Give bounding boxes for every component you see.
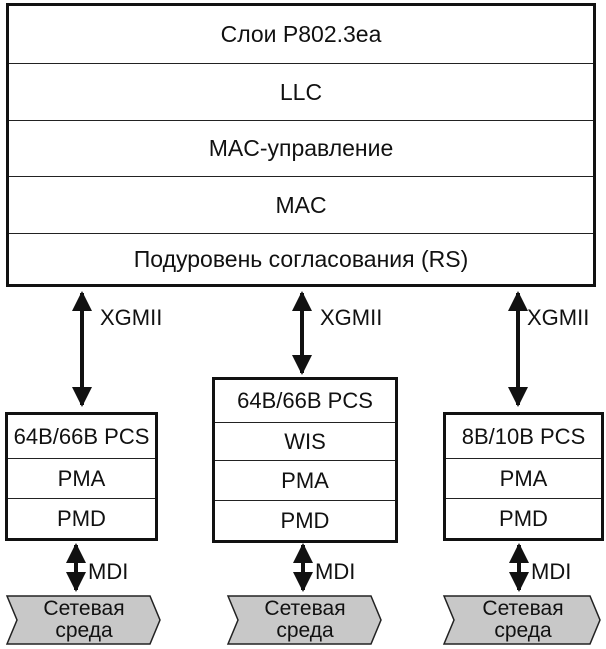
pcs-layer: 8B/10B PCS bbox=[461, 423, 586, 449]
network-medium-label-1: Сетевая среда bbox=[14, 598, 154, 642]
layer-mac-control: MAC-управление bbox=[9, 120, 593, 176]
wis-layer: WIS bbox=[215, 422, 395, 460]
xgmii-label-1: XGMII bbox=[100, 305, 163, 330]
xgmii-label-2: XGMII bbox=[320, 305, 383, 330]
layer-rs: Подуровень согласования (RS) bbox=[9, 233, 593, 284]
layer-llc: LLC bbox=[9, 63, 593, 120]
phy-stack-3: 8B/10B PCS PMA PMD bbox=[443, 412, 604, 541]
medium-line-2: среда bbox=[494, 619, 552, 642]
pcs-layer: 64B/66B PCS bbox=[237, 388, 373, 413]
network-medium-1 bbox=[5, 595, 161, 645]
pma-layer: PMA bbox=[8, 458, 155, 498]
medium-line-1: Сетевая bbox=[43, 597, 125, 620]
pmd-layer: PMD bbox=[8, 498, 155, 538]
phy-stack-1: 64B/66B PCS PMA PMD bbox=[5, 412, 158, 541]
layer-mac: MAC bbox=[9, 176, 593, 233]
medium-line-1: Сетевая bbox=[264, 597, 346, 620]
pmd-layer: PMD bbox=[215, 500, 395, 540]
xgmii-label-3: XGMII bbox=[527, 305, 590, 330]
network-medium-2 bbox=[226, 595, 382, 645]
pma-layer: PMA bbox=[215, 460, 395, 500]
phy-stack-2: 64B/66B PCS WIS PMA PMD bbox=[212, 377, 398, 543]
mdi-label-2: MDI bbox=[315, 559, 356, 584]
mdi-label-3: MDI bbox=[531, 559, 572, 584]
pmd-layer: PMD bbox=[446, 498, 601, 538]
mdi-label-1: MDI bbox=[88, 559, 129, 584]
network-medium-label-2: Сетевая среда bbox=[235, 598, 375, 642]
layer-stack: Слои P802.3ea LLC MAC-управление MAC Под… bbox=[6, 3, 596, 287]
pma-layer: PMA bbox=[446, 458, 601, 498]
pcs-layer: 64B/66B PCS bbox=[13, 423, 150, 449]
layer-title: Слои P802.3ea bbox=[220, 21, 382, 47]
network-medium-label-3: Сетевая среда bbox=[453, 598, 593, 642]
medium-line-2: среда bbox=[55, 619, 113, 642]
network-medium-3 bbox=[442, 595, 601, 645]
medium-line-1: Сетевая bbox=[482, 597, 564, 620]
medium-line-2: среда bbox=[276, 619, 334, 642]
